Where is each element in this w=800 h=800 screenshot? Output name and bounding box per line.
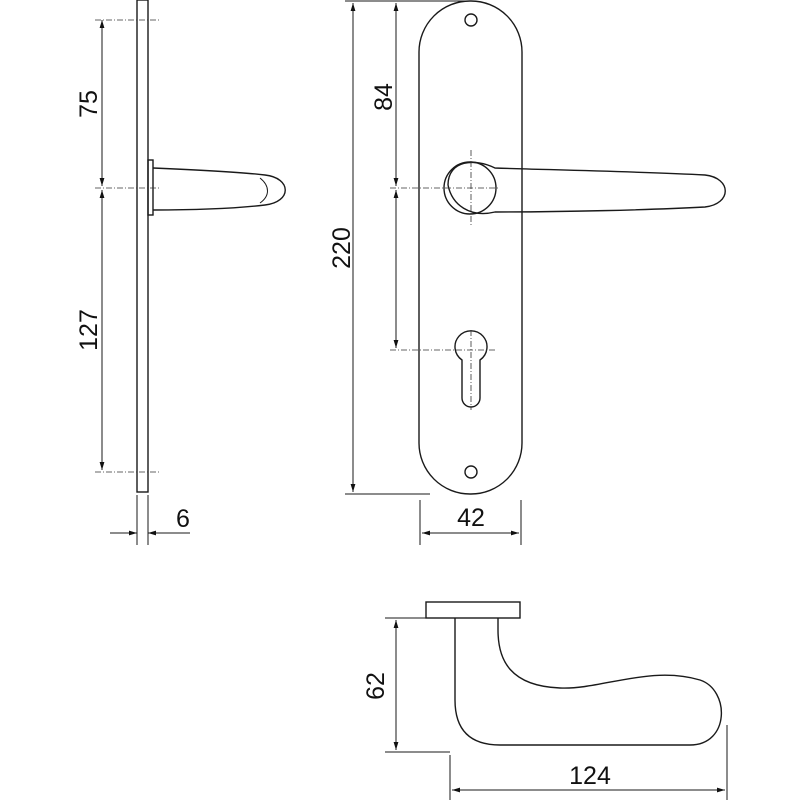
side-plate [136,0,149,493]
bottom-rosette [425,601,521,619]
front-view: 220 84 42 [328,0,726,545]
side-rosette [147,159,154,216]
front-lever [447,161,726,215]
dimension-124-label: 124 [569,762,611,790]
dimension-84-label: 84 [370,83,398,111]
screw-hole-top [464,13,478,27]
dimension-6-label: 6 [176,505,190,533]
screw-hole-bottom [464,465,478,479]
bottom-lever [454,618,722,746]
bottom-view: 62 124 [362,601,728,800]
keyhole [454,330,488,408]
dimension-220-label: 220 [328,227,356,269]
dimension-42-label: 42 [457,504,485,532]
side-view: 75 127 6 [75,0,286,545]
dimension-75-label: 75 [75,90,103,118]
side-lever [152,167,286,211]
front-plate [418,0,523,495]
dimension-62-label: 62 [362,672,390,700]
dimension-127-label: 127 [75,309,103,351]
